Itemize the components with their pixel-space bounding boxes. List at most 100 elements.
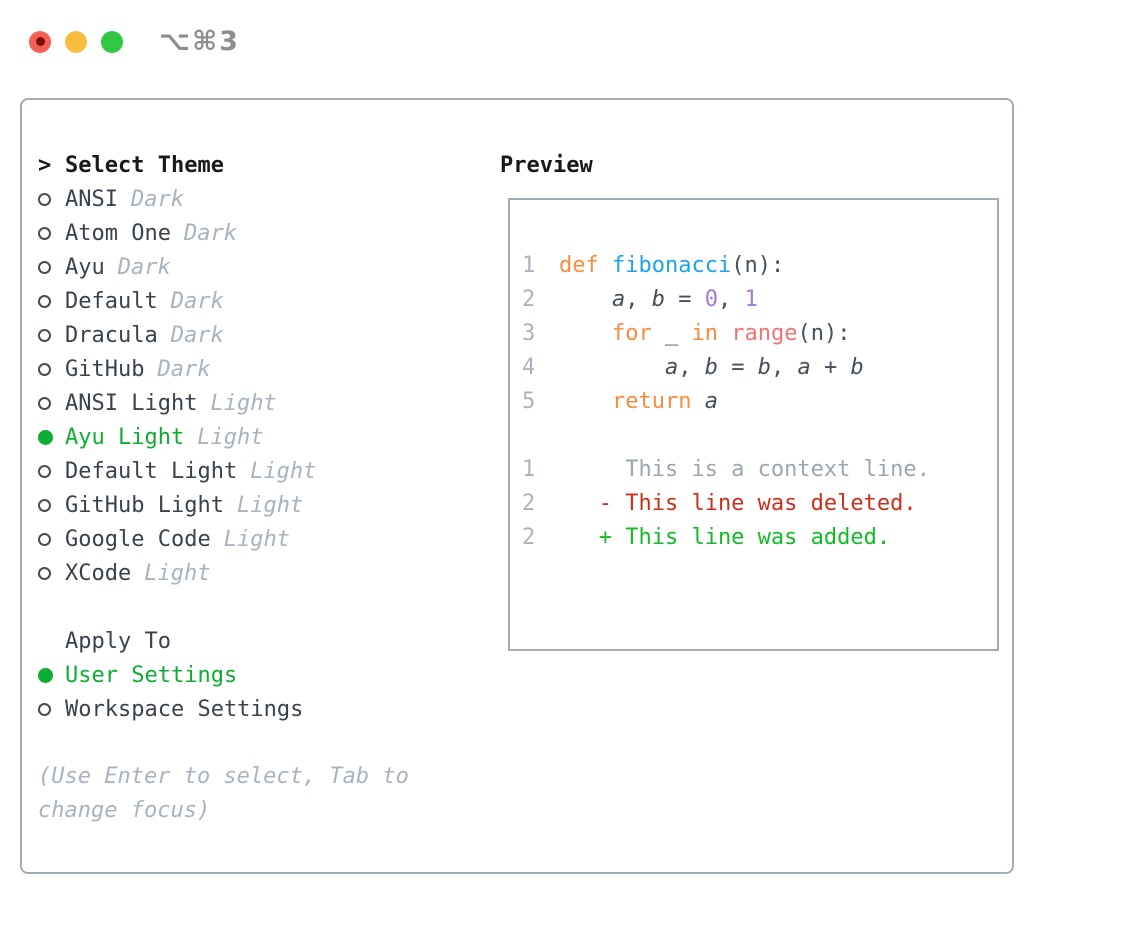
token-var: a [704, 388, 718, 414]
apply-to-title: Apply To [65, 628, 171, 654]
blank-line [522, 418, 997, 452]
radio-unselected-icon [38, 566, 51, 580]
code-line: 1 def fibonacci(n): [522, 248, 997, 282]
diff-added-line: 2 + This line was added. [522, 520, 997, 554]
token-code [691, 389, 704, 414]
line-content: a, b = b, a + b [559, 355, 864, 380]
option-variant: Dark [183, 220, 237, 246]
token-var: a [664, 354, 679, 380]
option-variant: Light [197, 424, 264, 450]
line-number: 4 [522, 354, 536, 380]
traffic-lights [29, 30, 123, 53]
option-label: Default Light [65, 458, 238, 484]
marker-cell [38, 429, 65, 445]
option-label: ANSI Light [65, 390, 198, 416]
marker-cell [38, 566, 65, 580]
marker-cell [38, 702, 65, 716]
option-variant: Dark [157, 356, 211, 382]
apply-option-user-settings[interactable]: User Settings [38, 658, 498, 692]
code-line: 3 for _ in range(n): [522, 316, 997, 350]
token-context: This is a context line. [559, 456, 930, 482]
option-label: XCode [65, 560, 132, 586]
token-code: = [717, 354, 758, 380]
theme-option-ayu-light[interactable]: Ayu Light Light [38, 420, 498, 454]
theme-option-ansi-light[interactable]: ANSI Light Light [38, 386, 498, 420]
spacer [38, 590, 498, 624]
token-code [559, 321, 612, 346]
radio-unselected-icon [38, 226, 51, 240]
radio-selected-icon [38, 667, 53, 683]
theme-list-title: Select Theme [65, 152, 224, 178]
main-panel: > Select Theme ANSI Dark Atom One Dark A… [20, 98, 1014, 874]
token-number: 0 [704, 286, 718, 312]
preview-title: Preview [500, 152, 593, 178]
line-number: 2 [522, 524, 536, 550]
theme-option-default-light[interactable]: Default Light Light [38, 454, 498, 488]
option-label: GitHub Light [65, 492, 224, 518]
option-label: Default [65, 288, 158, 314]
option-variant: Light [223, 526, 290, 552]
radio-unselected-icon [38, 328, 51, 342]
option-variant: Light [144, 560, 211, 586]
apply-option-workspace-settings[interactable]: Workspace Settings [38, 692, 498, 726]
theme-option-github[interactable]: GitHub Dark [38, 352, 498, 386]
marker-cell [38, 362, 65, 376]
marker-cell [38, 667, 65, 683]
radio-selected-icon [38, 429, 53, 445]
radio-unselected-icon [38, 532, 51, 546]
token-keyword: in [691, 320, 718, 346]
line-number: 3 [522, 320, 536, 346]
spacer [38, 726, 498, 760]
theme-option-dracula[interactable]: Dracula Dark [38, 318, 498, 352]
theme-option-ayu[interactable]: Ayu Dark [38, 250, 498, 284]
marker-cell [38, 328, 65, 342]
token-function: fibonacci [612, 252, 732, 278]
token-keyword: return [611, 388, 692, 414]
marker-cell [38, 464, 65, 478]
theme-option-github-light[interactable]: GitHub Light Light [38, 488, 498, 522]
titlebar: ⌥⌘3 [29, 26, 240, 57]
option-label: Ayu Light [65, 424, 185, 450]
radio-unselected-icon [38, 702, 51, 716]
diff-context-line: 1 This is a context line. [522, 452, 997, 486]
line-number: 2 [522, 286, 536, 312]
theme-option-xcode[interactable]: XCode Light [38, 556, 498, 590]
zoom-button[interactable] [101, 30, 123, 53]
window-title: ⌥⌘3 [159, 26, 240, 57]
token-code: , [717, 286, 745, 312]
marker-cell [38, 260, 65, 274]
token-code [599, 253, 612, 278]
code-line: 4 a, b = b, a + b [522, 350, 997, 384]
apply-to-list: User Settings Workspace Settings [38, 658, 498, 726]
theme-option-ansi[interactable]: ANSI Dark [38, 182, 498, 216]
option-label: ANSI [65, 186, 118, 212]
option-label: Dracula [65, 322, 158, 348]
preview-pane: 1 def fibonacci(n): 2 a, b = 0, 1 3 for … [508, 198, 999, 651]
marker-cell [38, 192, 65, 206]
token-keyword: for [611, 320, 652, 346]
radio-unselected-icon [38, 498, 51, 512]
option-label: GitHub [65, 356, 145, 382]
token-keyword: def [559, 252, 599, 278]
option-label: Atom One [65, 220, 171, 246]
theme-option-atom-one[interactable]: Atom One Dark [38, 216, 498, 250]
marker-cell [38, 396, 65, 410]
theme-option-google-code[interactable]: Google Code Light [38, 522, 498, 556]
option-label: Workspace Settings [65, 696, 304, 722]
marker-cell [38, 498, 65, 512]
close-button[interactable] [29, 30, 51, 53]
theme-option-default[interactable]: Default Dark [38, 284, 498, 318]
token-var: a [797, 354, 811, 380]
line-content: for _ in range(n): [559, 321, 850, 346]
apply-to-header: Apply To [38, 624, 498, 658]
token-code [559, 389, 612, 414]
token-code: (n): [731, 252, 785, 278]
marker-cell [38, 226, 65, 240]
minimize-button[interactable] [65, 30, 87, 53]
token-code: , [678, 354, 705, 380]
token-builtin: range [731, 320, 798, 346]
theme-list-header: > Select Theme [38, 148, 498, 182]
option-variant: Dark [170, 288, 224, 314]
line-content: + This line was added. [559, 525, 890, 550]
